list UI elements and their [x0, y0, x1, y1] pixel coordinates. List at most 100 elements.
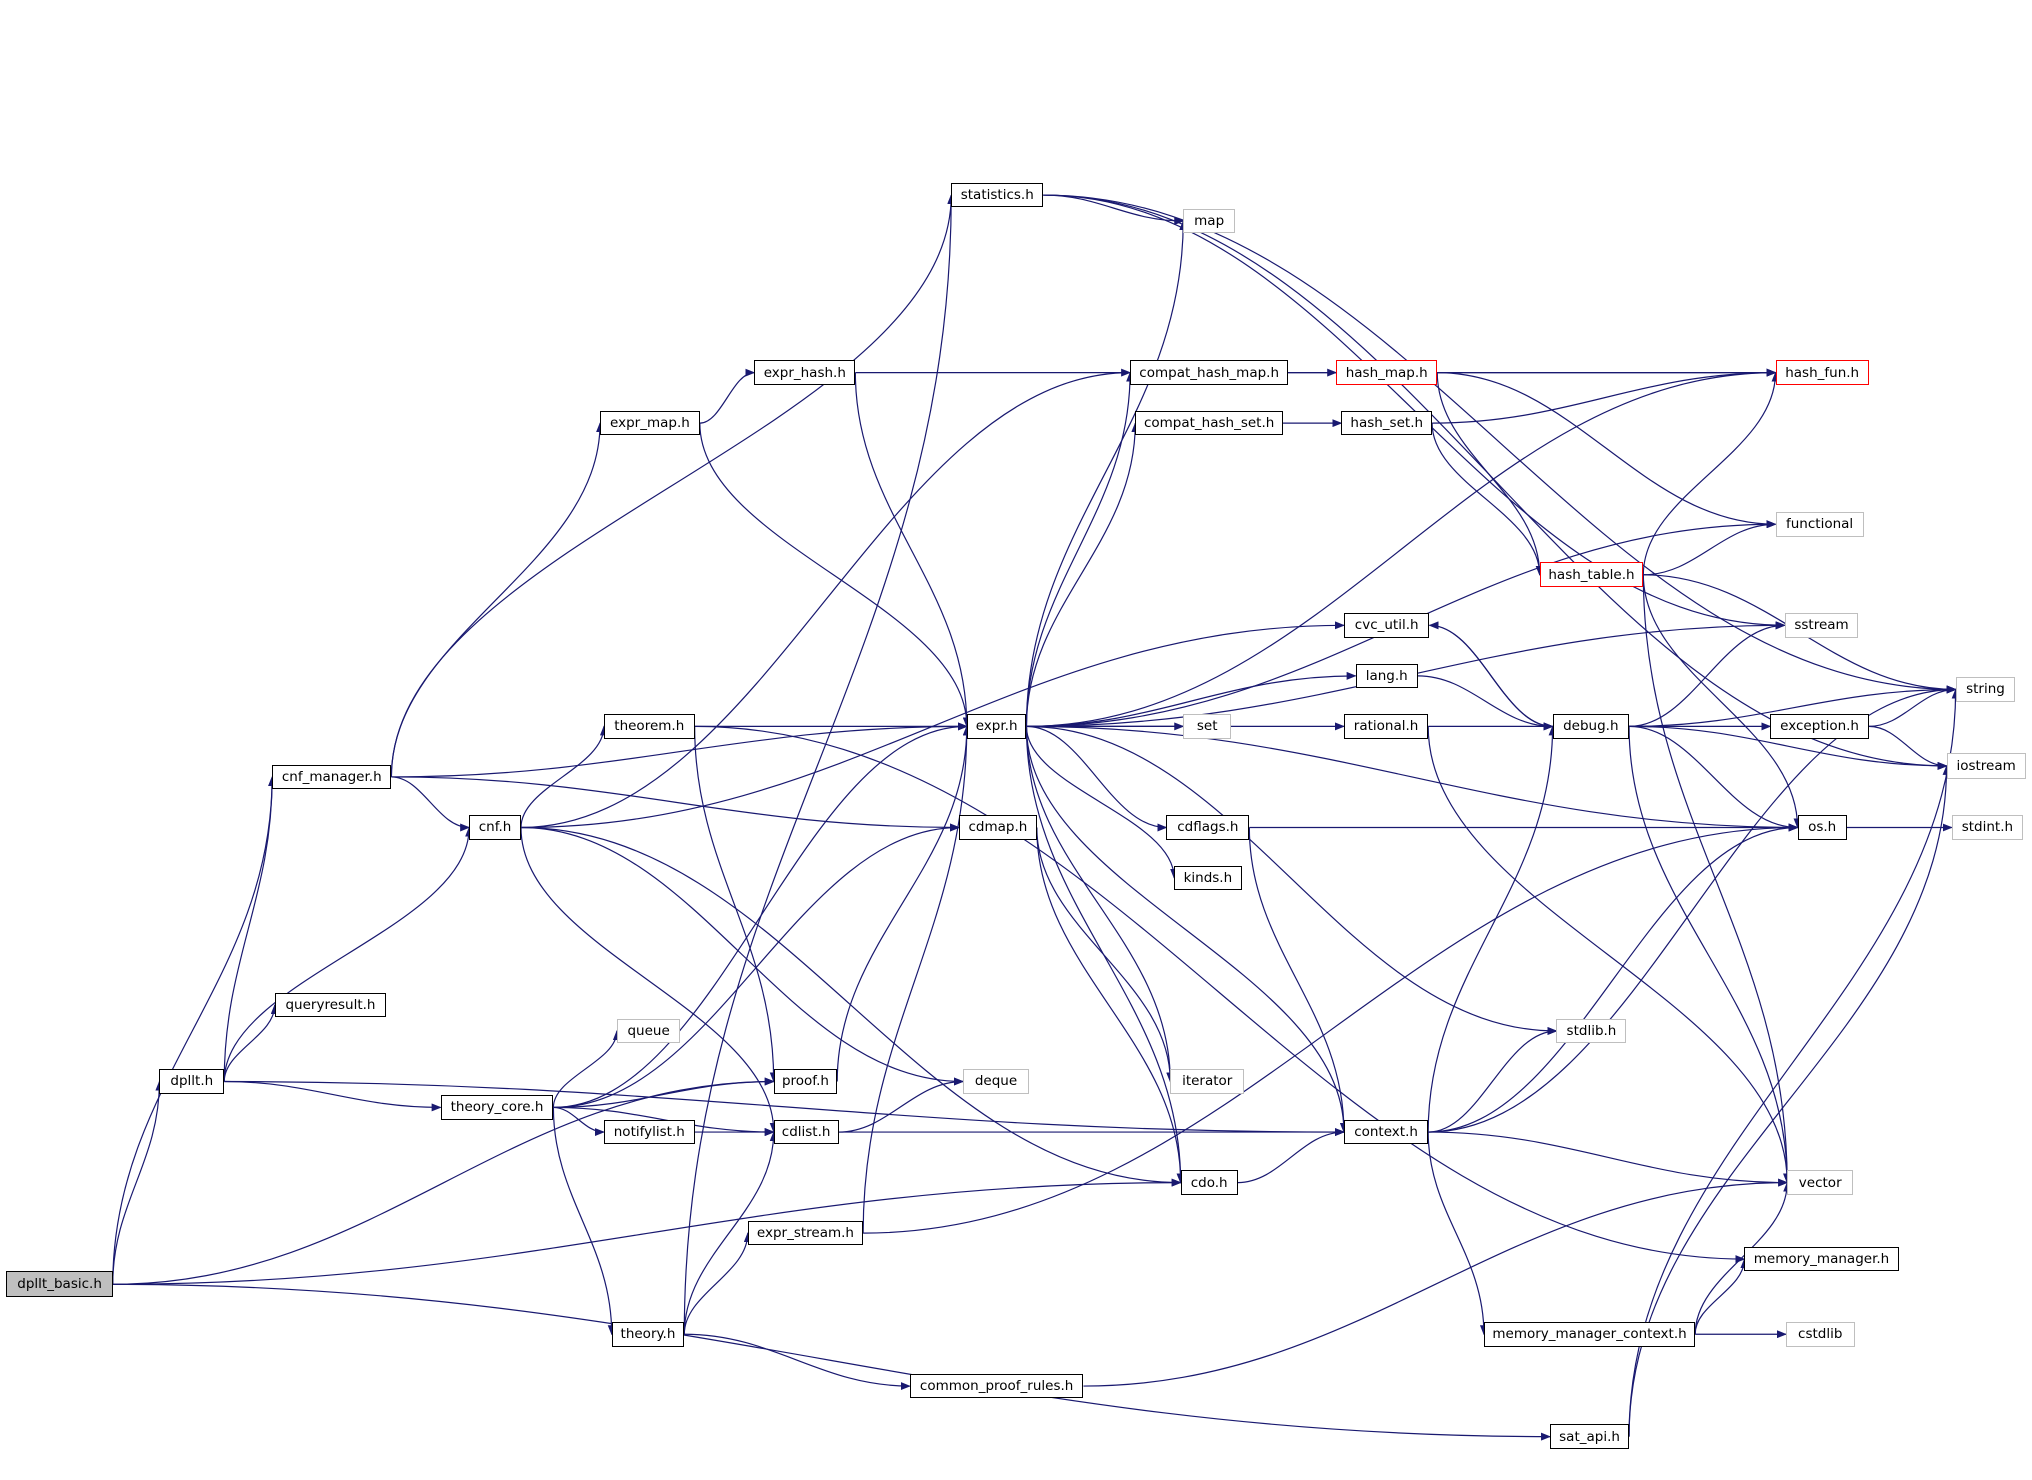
edge-memory_manager_context-to-vector: [1694, 1181, 1792, 1335]
node-proof[interactable]: proof.h: [773, 1069, 838, 1094]
edge-theory_core-to-queue: [552, 1029, 621, 1108]
node-dpllt[interactable]: dpllt.h: [159, 1069, 225, 1094]
node-kinds[interactable]: kinds.h: [1174, 865, 1242, 891]
node-queue[interactable]: queue: [616, 1018, 681, 1044]
edge-statistics-to-sstream: [1043, 194, 1786, 630]
node-cnf-manager[interactable]: cnf_manager.h: [272, 764, 392, 790]
node-stdlib[interactable]: stdlib.h: [1556, 1018, 1627, 1044]
edge-debug-to-sstream: [1629, 621, 1786, 728]
node-sstream[interactable]: sstream: [1784, 613, 1859, 638]
node-expr-stream[interactable]: expr_stream.h: [747, 1220, 864, 1246]
node-theorem[interactable]: theorem.h: [603, 714, 695, 739]
edge-cnf-to-cdlist: [520, 827, 778, 1134]
edge-expr-to-context: [1025, 726, 1348, 1134]
edge-dpllt-to-cnf: [223, 826, 474, 1082]
edge-proof-to-expr: [836, 725, 971, 1082]
node-common-proof-rules[interactable]: common_proof_rules.h: [909, 1373, 1084, 1399]
node-string[interactable]: string: [1955, 676, 2016, 703]
edge-context-to-os: [1428, 823, 1799, 1133]
edge-common_proof_rules-to-vector: [1083, 1178, 1789, 1387]
edge-context-to-memory_manager_context: [1427, 1132, 1488, 1336]
node-cdflags[interactable]: cdflags.h: [1166, 815, 1250, 840]
node-notifylist[interactable]: notifylist.h: [603, 1119, 695, 1145]
node-queryresult[interactable]: queryresult.h: [274, 992, 387, 1018]
edge-dpllt_basic-to-dpllt: [112, 1080, 164, 1285]
edge-dpllt-to-queryresult: [223, 1004, 279, 1082]
edge-theory_core-to-theory: [552, 1107, 616, 1336]
node-context[interactable]: context.h: [1343, 1119, 1429, 1145]
edge-expr-to-iterator: [1025, 726, 1175, 1083]
edge-theory-to-cdlist: [683, 1131, 778, 1335]
node-theory[interactable]: theory.h: [611, 1321, 685, 1347]
node-cnf[interactable]: cnf.h: [469, 815, 521, 840]
node-exception[interactable]: exception.h: [1770, 714, 1869, 739]
node-functional[interactable]: functional: [1775, 511, 1864, 537]
node-statistics[interactable]: statistics.h: [951, 182, 1044, 208]
edge-theorem-to-proof: [694, 726, 778, 1083]
node-map[interactable]: map: [1183, 208, 1236, 234]
edge-hash_table-to-functional: [1643, 520, 1777, 576]
edge-statistics-to-map: [1043, 194, 1185, 225]
edge-exception-to-iostream: [1868, 725, 1948, 770]
edge-dpllt_basic-to-proof: [112, 1077, 775, 1285]
edge-expr-to-map: [1025, 219, 1188, 727]
node-theory-core[interactable]: theory_core.h: [440, 1095, 554, 1120]
node-hash-set[interactable]: hash_set.h: [1341, 410, 1433, 436]
node-rational[interactable]: rational.h: [1343, 714, 1429, 739]
edge-cdlist-to-deque: [838, 1077, 964, 1133]
edge-hash_table-to-hash_fun: [1642, 371, 1780, 575]
node-os[interactable]: os.h: [1797, 815, 1847, 840]
node-hash-fun[interactable]: hash_fun.h: [1775, 360, 1869, 385]
edge-expr-to-cdflags: [1026, 725, 1168, 832]
node-debug[interactable]: debug.h: [1552, 714, 1630, 739]
node-cstdlib[interactable]: cstdlib: [1785, 1321, 1855, 1347]
node-set[interactable]: set: [1183, 714, 1232, 739]
node-lang[interactable]: lang.h: [1355, 663, 1418, 689]
node-compat-hash-set[interactable]: compat_hash_set.h: [1135, 410, 1284, 436]
edge-dpllt_basic-to-cnf_manager: [112, 775, 277, 1285]
node-cdo[interactable]: cdo.h: [1180, 1170, 1238, 1195]
edge-cdmap-to-cdo: [1036, 827, 1185, 1184]
edge-context-to-string: [1428, 685, 1957, 1133]
node-expr-hash[interactable]: expr_hash.h: [754, 360, 856, 385]
edge-theory-to-expr_stream: [683, 1232, 752, 1335]
edge-exception-to-string: [1868, 685, 1957, 728]
node-iostream[interactable]: iostream: [1946, 752, 2026, 779]
node-cdlist[interactable]: cdlist.h: [773, 1119, 839, 1145]
node-sat-api[interactable]: sat_api.h: [1550, 1424, 1630, 1449]
edge-cnf_manager-to-expr_map: [390, 422, 605, 777]
node-vector[interactable]: vector: [1787, 1170, 1854, 1195]
edge-cnf-to-theorem: [520, 725, 608, 828]
node-hash-table[interactable]: hash_table.h: [1539, 562, 1644, 588]
node-cvc-util[interactable]: cvc_util.h: [1343, 613, 1430, 638]
edge-cdo-to-context: [1237, 1128, 1345, 1184]
node-memory-manager-context[interactable]: memory_manager_context.h: [1483, 1321, 1696, 1347]
edge-debug-to-iostream: [1629, 725, 1948, 770]
node-stdint[interactable]: stdint.h: [1951, 815, 2024, 840]
node-iterator[interactable]: iterator: [1170, 1069, 1245, 1094]
edge-dpllt-to-theory_core: [224, 1080, 442, 1112]
edge-theory_core-to-proof: [553, 1077, 775, 1109]
node-compat-hash-map[interactable]: compat_hash_map.h: [1130, 360, 1289, 385]
node-memory-manager[interactable]: memory_manager.h: [1744, 1246, 1899, 1272]
edge-sat_api-to-string: [1628, 688, 1960, 1437]
edge-theory-to-common_proof_rules: [684, 1333, 911, 1391]
edge-cdmap-to-iterator: [1036, 827, 1175, 1083]
edge-lang-to-debug: [1417, 675, 1554, 731]
edge-hash_set-to-hash_table: [1431, 423, 1544, 576]
node-expr[interactable]: expr.h: [966, 714, 1027, 739]
edge-cnf-to-compat_hash_map: [520, 368, 1132, 829]
edge-expr-to-stdlib: [1026, 725, 1558, 1035]
edge-debug-to-string: [1629, 685, 1957, 728]
edge-expr_stream-to-os: [863, 823, 1799, 1234]
node-cdmap[interactable]: cdmap.h: [959, 815, 1037, 840]
node-expr-map[interactable]: expr_map.h: [600, 410, 700, 436]
edge-cnf_manager-to-expr: [391, 722, 968, 778]
node-hash-map[interactable]: hash_map.h: [1336, 360, 1438, 385]
edge-hash_table-to-os: [1642, 574, 1802, 829]
node-deque[interactable]: deque: [962, 1069, 1030, 1094]
edge-expr-to-hash_fun: [1026, 368, 1777, 728]
edge-cnf_manager-to-cnf: [391, 776, 471, 832]
